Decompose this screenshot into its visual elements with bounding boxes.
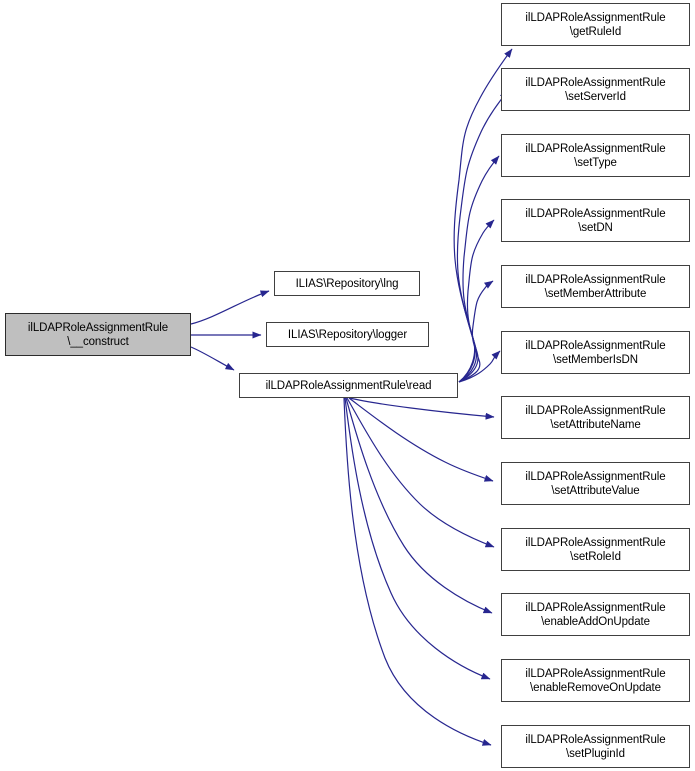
node-construct[interactable]: ilLDAPRoleAssignmentRule \__construct [5,313,191,356]
edge-read-to-enableRemoveOnUpdate [344,397,491,680]
edge-read-to-setAttributeValue [348,397,494,482]
edge-read-to-setPluginId [343,397,492,746]
node-enableRemoveOnUpdate[interactable]: ilLDAPRoleAssignmentRule \enableRemoveOn… [501,659,690,702]
node-setAttributeName[interactable]: ilLDAPRoleAssignmentRule \setAttributeNa… [501,396,690,439]
node-lng[interactable]: ILIAS\Repository\lng [274,271,420,296]
edge-construct-to-lng [190,290,270,325]
node-enableAddOnUpdate[interactable]: ilLDAPRoleAssignmentRule \enableAddOnUpd… [501,593,690,636]
edge-read-to-setMemberIsDN [458,350,501,383]
edge-construct-to-read [190,346,235,371]
node-getRuleId[interactable]: ilLDAPRoleAssignmentRule \getRuleId [501,3,690,46]
node-logger[interactable]: ILIAS\Repository\logger [266,322,429,347]
node-setServerId[interactable]: ilLDAPRoleAssignmentRule \setServerId [501,68,690,111]
edge-read-to-enableAddOnUpdate [345,397,493,614]
node-setMemberIsDN[interactable]: ilLDAPRoleAssignmentRule \setMemberIsDN [501,331,690,374]
edge-read-to-setType [458,155,500,383]
node-setPluginId[interactable]: ilLDAPRoleAssignmentRule \setPluginId [501,725,690,768]
node-setMemberAttribute[interactable]: ilLDAPRoleAssignmentRule \setMemberAttri… [501,265,690,308]
node-setType[interactable]: ilLDAPRoleAssignmentRule \setType [501,134,690,177]
edge-read-to-setAttributeName [349,397,495,420]
node-setAttributeValue[interactable]: ilLDAPRoleAssignmentRule \setAttributeVa… [501,462,690,505]
edge-read-to-setDN [458,219,495,383]
edge-read-to-setMemberAttribute [458,280,494,383]
node-setRoleId[interactable]: ilLDAPRoleAssignmentRule \setRoleId [501,528,690,571]
node-setDN[interactable]: ilLDAPRoleAssignmentRule \setDN [501,199,690,242]
edge-read-to-setRoleId [346,397,495,548]
node-read[interactable]: ilLDAPRoleAssignmentRule\read [239,373,458,398]
